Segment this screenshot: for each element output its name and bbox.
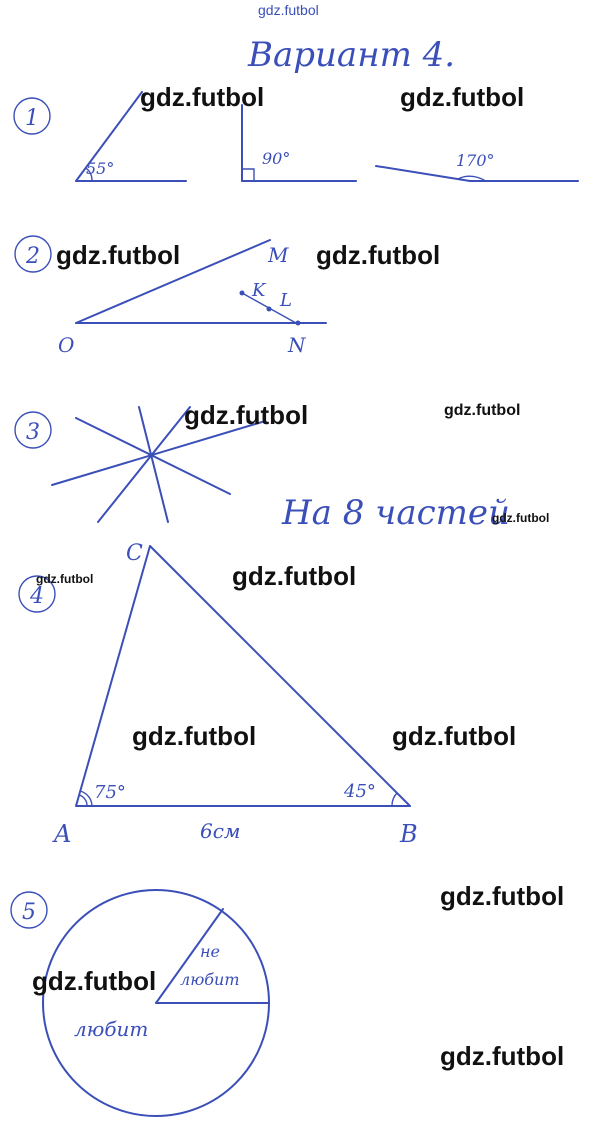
task2-number: 2: [25, 244, 40, 269]
task3-answer: На 8 частей: [281, 493, 510, 533]
watermark: gdz.futbol: [36, 572, 94, 586]
task4-number: 4: [29, 584, 44, 609]
watermark: gdz.futbol: [400, 82, 525, 112]
task2-number-circle: [14, 235, 52, 273]
watermark: gdz.futbol: [440, 1041, 565, 1071]
watermark: gdz.futbol: [392, 721, 517, 751]
pie-diagram: не любит любит: [42, 889, 270, 1117]
angle-a-label: 75°: [94, 782, 126, 803]
point-M: M: [267, 243, 289, 267]
task1-number: 1: [25, 106, 39, 131]
point-L: L: [279, 290, 292, 311]
task4-number-circle: [18, 575, 56, 613]
watermark: gdz.futbol: [444, 402, 521, 419]
watermark: gdz.futbol: [492, 511, 550, 525]
vertex-A: A: [52, 820, 71, 848]
point-O: O: [58, 333, 74, 357]
header-site: gdz.futbol: [258, 2, 319, 18]
angle-90-label: 90°: [262, 149, 290, 168]
task1-number-circle: [13, 97, 51, 135]
watermark: gdz.futbol: [440, 881, 565, 911]
watermark: gdz.futbol: [56, 240, 181, 270]
angle-55: 55°: [75, 91, 187, 182]
sector-small-line2: любит: [180, 970, 240, 989]
angle-55-label: 55°: [86, 159, 114, 178]
task5-number-circle: [10, 891, 48, 929]
point-N: N: [287, 333, 307, 357]
triangle-abc: 75° 45° 6см A B C: [52, 541, 418, 848]
task3-number: 3: [26, 420, 40, 445]
task3-intersecting-lines: [51, 406, 263, 523]
task5-number: 5: [22, 900, 36, 925]
angle-b-label: 45°: [343, 781, 376, 802]
task3-number-circle: [14, 411, 52, 449]
sector-small-line1: не: [200, 942, 220, 961]
angle-90: 90°: [241, 104, 357, 182]
watermark: gdz.futbol: [132, 721, 257, 751]
vertex-C: C: [126, 541, 143, 566]
watermark: gdz.futbol: [140, 82, 265, 112]
point-K: K: [251, 280, 267, 301]
angle-170: 170°: [375, 151, 579, 182]
sector-large-label: любит: [74, 1017, 148, 1041]
task2-figure: M K L O N: [58, 239, 327, 357]
watermark: gdz.futbol: [184, 400, 309, 430]
watermark: gdz.futbol: [232, 561, 357, 591]
watermark: gdz.futbol: [32, 966, 157, 996]
watermark: gdz.futbol: [316, 240, 441, 270]
angle-170-label: 170°: [456, 151, 495, 170]
side-ab-label: 6см: [200, 819, 241, 843]
vertex-B: B: [399, 820, 418, 848]
variant-title: Вариант 4.: [247, 35, 455, 75]
